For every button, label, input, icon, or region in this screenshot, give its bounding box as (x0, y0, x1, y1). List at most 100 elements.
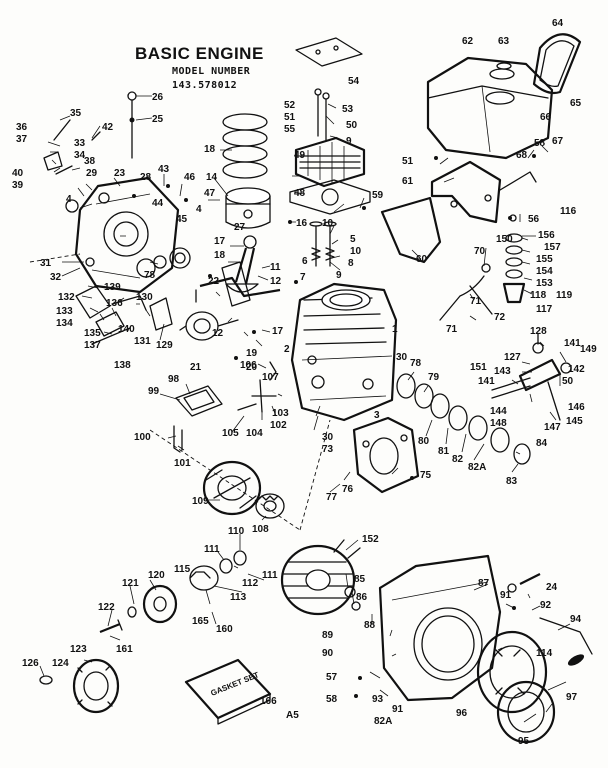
callout-120: 120 (148, 570, 165, 581)
callout-70: 70 (474, 246, 486, 257)
callout-123: 123 (70, 644, 87, 655)
flywheel-fins-part (280, 539, 361, 616)
callout-105: 105 (222, 428, 239, 439)
piston-part (225, 187, 271, 229)
callout-144: 144 (490, 406, 507, 417)
crank-gear-part (179, 311, 239, 341)
callout-33: 33 (74, 138, 86, 149)
callout-155: 155 (536, 254, 553, 265)
callout-118: 118 (530, 290, 547, 301)
callout-104: 104 (246, 428, 263, 439)
rewind-starter-part (476, 630, 548, 714)
callout-4a: 4 (66, 194, 72, 205)
callout-labels: 26 25 35 42 36 37 33 34 38 40 39 29 23 2… (12, 18, 597, 747)
callout-158: 156 (538, 230, 555, 241)
tank-strap-part (532, 33, 582, 95)
callout-80: 80 (418, 436, 430, 447)
callout-35: 35 (70, 108, 82, 119)
callout-51a: 51 (284, 112, 296, 123)
blower-screws-part (344, 586, 361, 611)
callout-50b: 50 (562, 376, 574, 387)
callout-136: 136 (106, 298, 123, 309)
callout-135: 135 (84, 328, 101, 339)
callout-151: 151 (470, 362, 487, 373)
callout-48: 48 (294, 188, 306, 199)
cylinder-head-part (294, 136, 366, 188)
callout-79: 79 (428, 372, 440, 383)
callout-157: 157 (544, 242, 561, 253)
callout-132: 132 (58, 292, 75, 303)
carburetor-parts (532, 333, 544, 354)
callout-66: 66 (540, 112, 552, 123)
callout-119: 119 (556, 290, 573, 301)
callout-91a: 91 (500, 590, 512, 601)
callout-84: 84 (536, 438, 548, 449)
callout-83: 83 (506, 476, 518, 487)
callout-7a: 7 (300, 272, 306, 283)
model-number-label: MODEL NUMBER (172, 66, 251, 77)
callout-55: 55 (284, 124, 296, 135)
model-number-value: 143.578012 (172, 80, 238, 91)
callout-82a: 82 (452, 454, 464, 465)
callout-43: 43 (158, 164, 170, 175)
shutoff-valve-part (502, 214, 526, 304)
callout-121: 121 (122, 578, 139, 589)
callout-50: 50 (346, 120, 358, 131)
callout-92: 92 (540, 600, 552, 611)
sprocket-part (72, 658, 120, 714)
callout-130: 130 (136, 292, 153, 303)
callout-131: 131 (134, 336, 151, 347)
oil-filler-tube-part (127, 91, 137, 159)
head-gasket-part (289, 179, 371, 215)
callout-38: 38 (84, 156, 96, 167)
callout-24: 24 (546, 582, 558, 593)
callout-143: 143 (494, 366, 511, 377)
callout-127: 127 (504, 352, 521, 363)
callout-148: 148 (490, 418, 507, 429)
callout-28: 28 (140, 172, 152, 183)
callout-160: 160 (216, 624, 233, 635)
callout-47: 47 (204, 188, 216, 199)
clutch-assembly-part (189, 550, 247, 591)
callout-128: 128 (530, 326, 547, 337)
callout-81: 81 (438, 446, 450, 457)
callout-65: 65 (570, 98, 582, 109)
callout-18b: 18 (214, 250, 226, 261)
callout-9b: 9 (336, 270, 342, 281)
callout-42: 42 (102, 122, 114, 133)
callout-17a: 17 (214, 236, 226, 247)
callout-109: 109 (192, 496, 209, 507)
callout-6: 6 (302, 256, 308, 267)
gasket-set-box: GASKET SET (184, 658, 272, 725)
callout-145: 145 (566, 416, 583, 427)
callout-36: 36 (16, 122, 28, 133)
key-part (39, 675, 53, 685)
callout-94: 94 (570, 614, 582, 625)
callout-106a: 106 (240, 360, 257, 371)
callout-60: 60 (416, 254, 428, 265)
pin-set-part (43, 119, 101, 175)
starter-pulley-part (255, 493, 285, 519)
callout-91b: 91 (392, 704, 404, 715)
callout-102: 102 (270, 420, 287, 431)
callout-9a: 9 (346, 136, 352, 147)
callout-146: 146 (568, 402, 585, 413)
callout-30a: 30 (322, 432, 334, 443)
callout-25: 25 (152, 114, 164, 125)
callout-46: 46 (184, 172, 196, 183)
callout-68: 68 (516, 150, 528, 161)
callout-51b: 51 (402, 156, 414, 167)
callout-10b: 10 (350, 246, 362, 257)
crankshaft-part (195, 261, 281, 307)
valve-assembly-part (309, 221, 337, 267)
callout-140: 140 (118, 324, 135, 335)
cylinder-block-part (290, 282, 398, 422)
callout-4b: 4 (196, 204, 202, 215)
head-bolts-part (314, 88, 330, 141)
callout-152: 152 (362, 534, 379, 545)
diagram-title: BASIC ENGINE (135, 44, 264, 63)
callout-150: 150 (496, 234, 513, 245)
callout-117: 117 (536, 304, 553, 315)
callout-97: 97 (566, 692, 578, 703)
callout-53: 53 (342, 104, 354, 115)
